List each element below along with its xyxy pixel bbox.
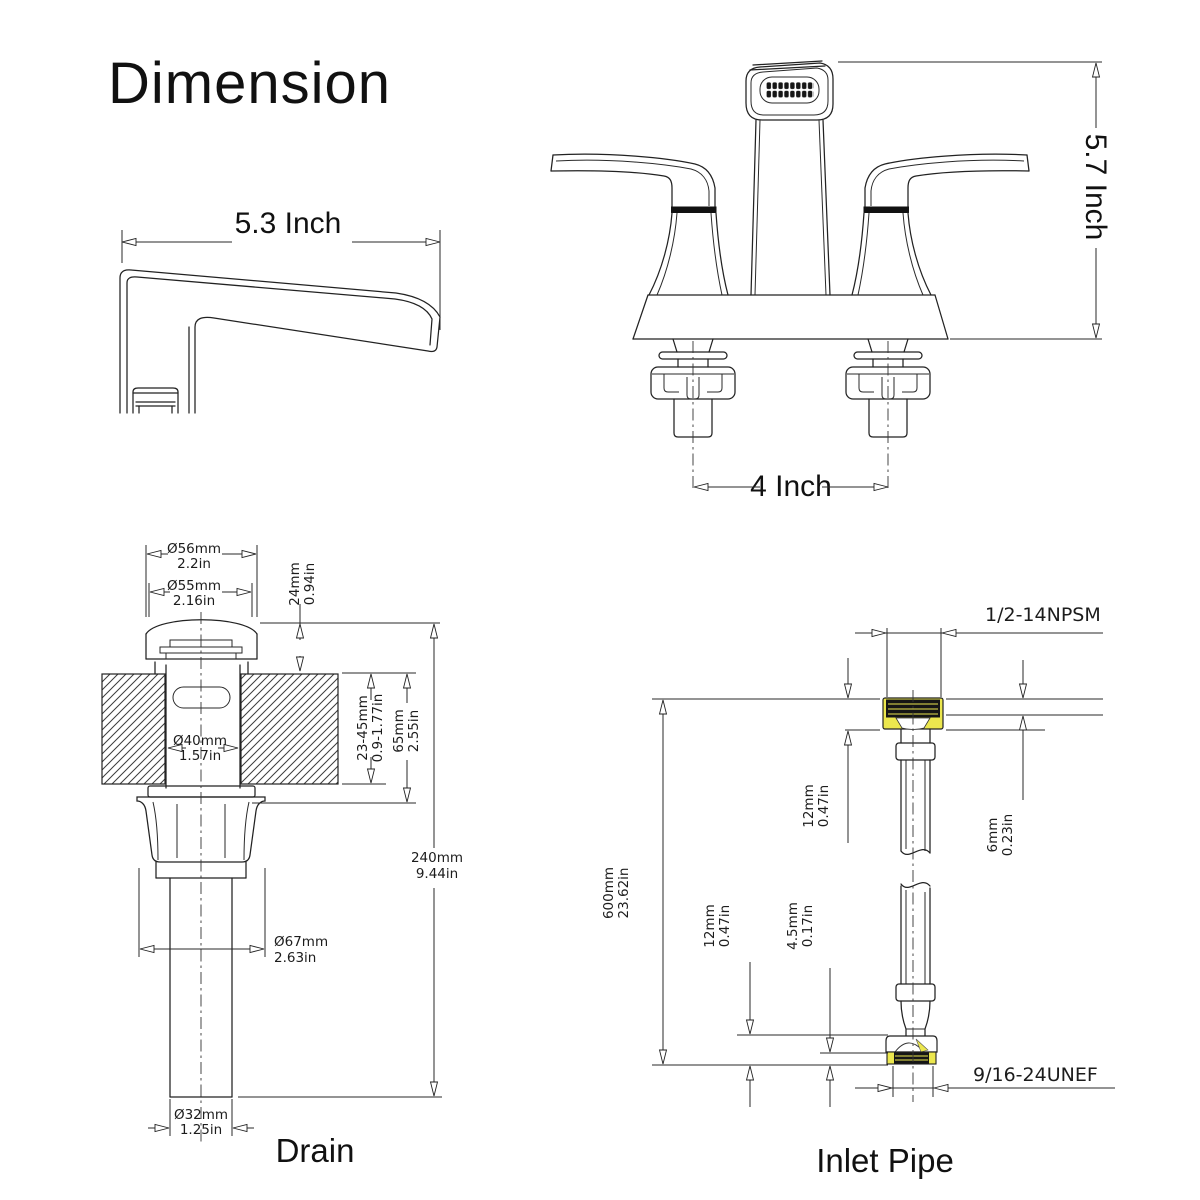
page-title: Dimension — [108, 51, 391, 116]
spout-head — [745, 60, 834, 121]
spout-outline — [119, 269, 441, 414]
bottom-fitting-nut — [885, 1035, 938, 1065]
inlet-top-gap-dim: 6mm 0.23in — [985, 814, 1016, 856]
drain-caption: Drain — [276, 1132, 355, 1169]
handle-spacing-label: 4 Inch — [750, 470, 832, 503]
inlet-top-nut-in: 0.47in — [816, 785, 832, 827]
drain-upper-mm: 65mm — [391, 709, 407, 752]
handle-right — [851, 153, 1030, 296]
overflow-slot — [172, 686, 231, 709]
inlet-top-nut-dim: 12mm 0.47in — [801, 784, 832, 827]
spout-width-label: 5.3 Inch — [235, 207, 342, 240]
hose-body — [895, 728, 936, 1037]
drain-body-mm: Ø40mm — [173, 733, 227, 749]
spout-side-view: 5.3 Inch — [119, 207, 441, 414]
drain-deck-range-dim: 23-45mm 0.9-1.77in — [355, 694, 386, 763]
aerator-ring — [759, 76, 820, 104]
inlet-length-dim: 600mm 23.62in — [601, 867, 632, 919]
drain-tail-in: 1.25in — [180, 1122, 222, 1138]
handle-left — [550, 153, 729, 296]
inlet-top-nut-mm: 12mm — [801, 784, 817, 827]
shank-right — [845, 338, 931, 493]
drain-cap-inner-in: 2.16in — [173, 593, 215, 609]
inlet-bottom-gap-mm: 4.5mm — [785, 902, 801, 950]
drain-cap-height-in: 0.94in — [302, 563, 318, 605]
drain-nut-in: 2.63in — [274, 950, 316, 966]
inlet-length-in: 23.62in — [616, 868, 632, 919]
inlet-bottom-gap-dim: 4.5mm 0.17in — [785, 902, 816, 950]
inlet-bottom-nut-dim: 12mm 0.47in — [702, 904, 733, 947]
countertop-section-right — [240, 673, 339, 785]
locknut — [136, 796, 266, 863]
drain-view: Ø56mm 2.2in Ø55mm 2.16in 24mm 0.94in — [101, 541, 463, 1169]
inlet-bottom-thread-label: 9/16-24UNEF — [973, 1064, 1098, 1086]
drain-nut-mm: Ø67mm — [274, 934, 328, 950]
drain-cap-outer-in: 2.2in — [177, 556, 211, 572]
drain-deck-range-in: 0.9-1.77in — [370, 694, 386, 763]
gasket-flange — [147, 785, 256, 798]
drain-cap-inner-mm: Ø55mm — [167, 578, 221, 594]
drain-body-in: 1.57in — [179, 748, 221, 764]
drain-cap-height-mm: 24mm — [287, 562, 303, 605]
spout-base-bracket — [132, 387, 179, 414]
inlet-bottom-nut-in: 0.47in — [717, 905, 733, 947]
inlet-bottom-gap-in: 0.17in — [800, 905, 816, 947]
handle-joint-band — [671, 206, 717, 213]
pipe-break-lower — [900, 881, 931, 889]
countertop-section-left — [101, 673, 166, 785]
inlet-length-mm: 600mm — [601, 867, 617, 919]
faucet-front-view: 4 Inch 5.7 Inch — [550, 60, 1112, 503]
inlet-caption: Inlet Pipe — [816, 1142, 954, 1179]
drain-cap-outer-mm: Ø56mm — [167, 541, 221, 557]
drain-body — [136, 612, 266, 1142]
pipe-break-upper — [900, 848, 931, 856]
spout-column — [750, 119, 831, 296]
drain-total-in: 9.44in — [416, 866, 458, 882]
shank-left — [650, 338, 736, 492]
drain-upper-in: 2.55in — [406, 710, 422, 752]
crimp-collar-bottom — [895, 983, 936, 1002]
inlet-top-thread-label: 1/2-14NPSM — [985, 604, 1101, 626]
drain-deck-range-mm: 23-45mm — [355, 695, 371, 761]
deck-plate — [632, 294, 949, 340]
height-label: 5.7 Inch — [1079, 134, 1112, 241]
drain-cap-height-dim: 24mm 0.94in — [287, 562, 318, 605]
aerator-grid — [766, 81, 814, 99]
drain-total-mm: 240mm — [411, 850, 463, 866]
inlet-bottom-nut-mm: 12mm — [702, 904, 718, 947]
inlet-top-gap-in: 0.23in — [1000, 814, 1016, 856]
crimp-collar-top — [895, 742, 936, 761]
inlet-top-gap-mm: 6mm — [985, 818, 1001, 853]
inlet-pipe-view: 1/2-14NPSM 600mm 23.62in 12mm 0.47in 6mm — [601, 604, 1115, 1179]
drain-tail-mm: Ø32mm — [174, 1107, 228, 1123]
drain-upper-dim: 65mm 2.55in — [391, 709, 422, 752]
